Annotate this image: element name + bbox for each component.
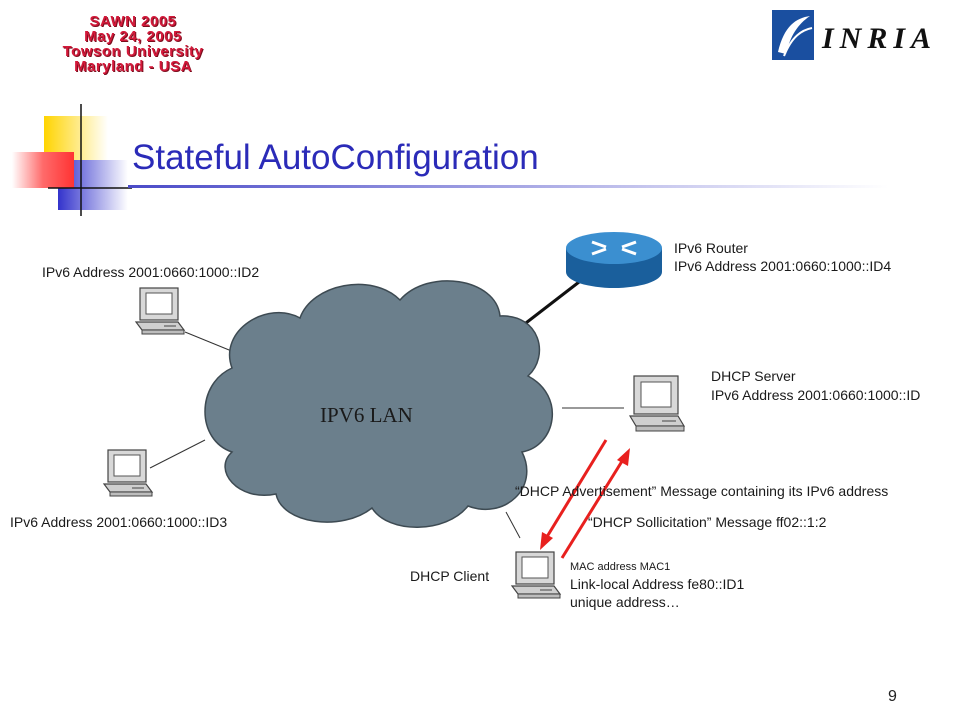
link-dhcp-client: [505, 511, 521, 539]
sollicitation-message: “DHCP Sollicitation” Message ff02::1:2: [588, 514, 827, 530]
title-decoration: [12, 104, 888, 216]
desktop-computer-icon: [510, 551, 562, 599]
host-id2-address: IPv6 Address 2001:0660:1000::ID2: [42, 264, 260, 280]
dhcp-client-name: DHCP Client: [410, 568, 490, 584]
event-logo-line: Maryland - USA: [74, 58, 192, 75]
lan-cloud: [204, 280, 553, 528]
sollicitation-arrow: [560, 448, 630, 559]
dhcp-server-address: IPv6 Address 2001:0660:1000::ID: [711, 387, 921, 403]
desktop-computer-icon: [102, 449, 154, 497]
desktop-computer-icon: [628, 375, 686, 432]
router-name: IPv6 Router: [674, 240, 748, 256]
inria-logo-text: INRIA: [821, 22, 937, 55]
advertisement-message: “DHCP Advertisement” Message containing …: [515, 483, 889, 499]
dhcp-server-name: DHCP Server: [711, 368, 796, 384]
router-address: IPv6 Address 2001:0660:1000::ID4: [674, 258, 892, 274]
advertisement-arrow: [540, 439, 608, 550]
host-id3-address: IPv6 Address 2001:0660:1000::ID3: [10, 514, 228, 530]
event-logo-line: May 24, 2005: [84, 28, 182, 45]
slide-title: Stateful AutoConfiguration: [132, 138, 539, 177]
event-logo: SAWN 2005 May 24, 2005 Towson University…: [28, 14, 238, 74]
link-host-id3: [149, 439, 206, 469]
link-host-id2: [184, 331, 235, 353]
dhcp-client-mac: MAC address MAC1: [570, 561, 671, 573]
desktop-computer-icon: [134, 287, 186, 335]
router-icon: [566, 232, 662, 288]
lan-label: IPV6 LAN: [320, 403, 413, 427]
slide-number: 9: [888, 688, 897, 705]
event-logo-line: SAWN 2005: [89, 13, 177, 30]
dhcp-client-link-local: Link-local Address fe80::ID1: [570, 576, 745, 592]
event-logo-line: Towson University: [62, 43, 204, 60]
dhcp-client-note: unique address…: [570, 594, 680, 610]
inria-logo: INRIA: [772, 10, 937, 60]
